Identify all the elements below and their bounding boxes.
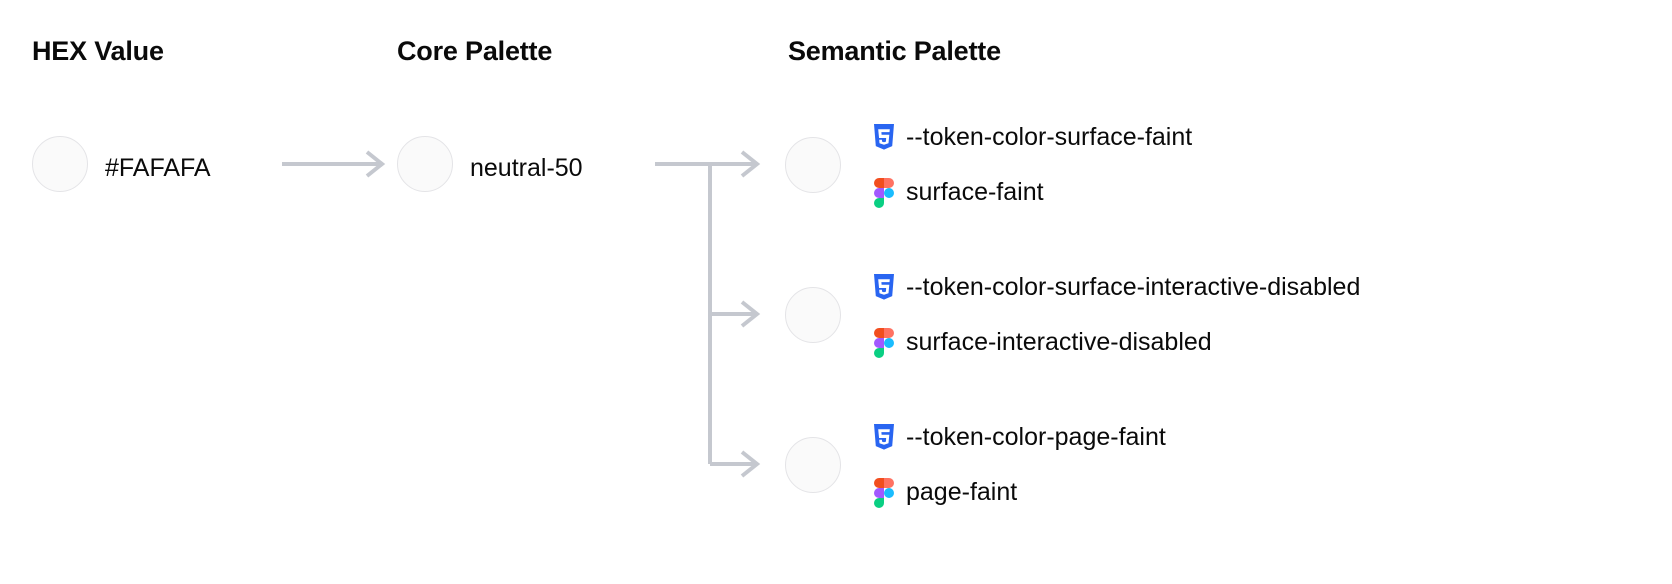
column-header-semantic-palette: Semantic Palette: [788, 36, 1001, 66]
css-token-name: --token-color-page-faint: [906, 423, 1166, 451]
figma-token-line[interactable]: surface-interactive-disabled: [871, 315, 1661, 370]
figma-icon: [871, 477, 897, 508]
swatch-semantic-token[interactable]: [785, 137, 841, 193]
css3-icon: [871, 273, 897, 303]
semantic-token-labels: --token-color-surface-interactive-disabl…: [871, 260, 1661, 370]
figma-icon: [871, 327, 897, 358]
figma-token-name: surface-interactive-disabled: [906, 328, 1212, 356]
css3-icon: [871, 423, 897, 453]
swatch-semantic-token[interactable]: [785, 437, 841, 493]
column-header-core-palette: Core Palette: [397, 36, 553, 66]
label-core-palette: neutral-50: [470, 154, 583, 182]
label-hex-value: #FAFAFA: [105, 154, 211, 182]
figma-icon: [871, 177, 897, 208]
css3-icon: [871, 123, 897, 153]
semantic-token-labels: --token-color-surface-faint surface-fain…: [871, 110, 1661, 220]
semantic-row: --token-color-page-faint page-faint: [785, 410, 1665, 520]
figma-token-line[interactable]: surface-faint: [871, 165, 1661, 220]
css-token-line[interactable]: --token-color-surface-interactive-disabl…: [871, 260, 1661, 315]
css-token-line[interactable]: --token-color-surface-faint: [871, 110, 1661, 165]
figma-token-name: surface-faint: [906, 178, 1044, 206]
css-token-name: --token-color-surface-faint: [906, 123, 1193, 151]
css-token-line[interactable]: --token-color-page-faint: [871, 410, 1661, 465]
figma-token-name: page-faint: [906, 478, 1018, 506]
swatch-semantic-token[interactable]: [785, 287, 841, 343]
semantic-row: --token-color-surface-faint surface-fain…: [785, 110, 1665, 220]
column-header-hex-value: HEX Value: [32, 36, 164, 66]
swatch-hex-value[interactable]: [32, 136, 88, 192]
semantic-row: --token-color-surface-interactive-disabl…: [785, 260, 1665, 370]
swatch-core-palette[interactable]: [397, 136, 453, 192]
css-token-name: --token-color-surface-interactive-disabl…: [906, 273, 1361, 301]
semantic-token-labels: --token-color-page-faint page-faint: [871, 410, 1661, 520]
figma-token-line[interactable]: page-faint: [871, 465, 1661, 520]
